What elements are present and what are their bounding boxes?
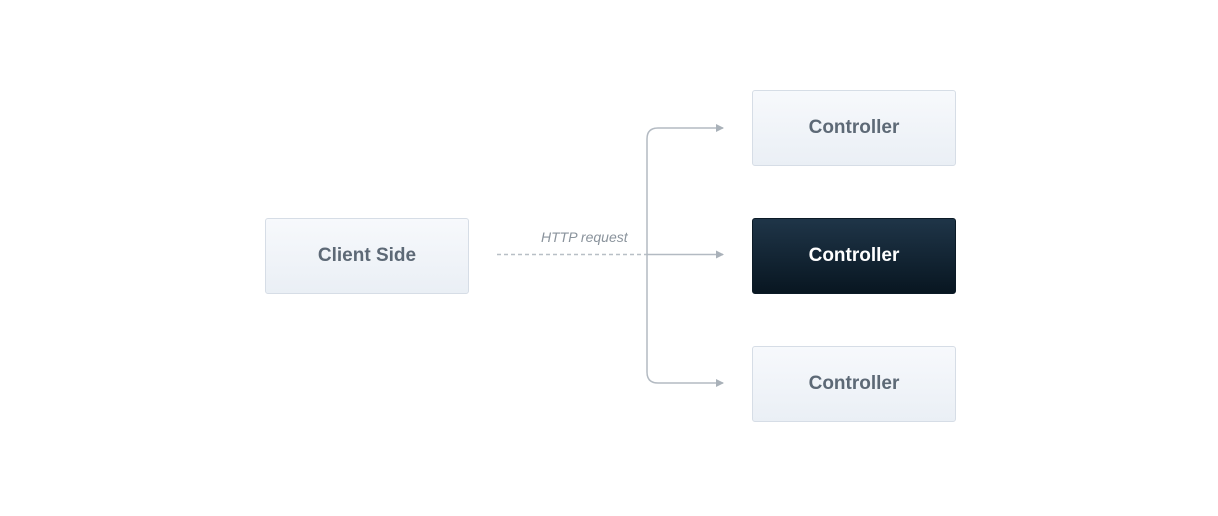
controller-label: Controller [808,117,900,138]
controller-node-bottom: Controller [752,346,956,422]
arrow-to-top-controller [646,124,724,254]
client-side-label: Client Side [317,245,417,266]
client-side-node: Client Side [265,218,469,294]
arrow-to-bottom-controller [646,254,724,387]
controller-node-highlighted: Controller [752,218,956,294]
controller-node-top: Controller [752,90,956,166]
controller-label: Controller [808,245,900,266]
http-request-label: HTTP request [541,229,628,245]
controller-label: Controller [808,373,900,394]
